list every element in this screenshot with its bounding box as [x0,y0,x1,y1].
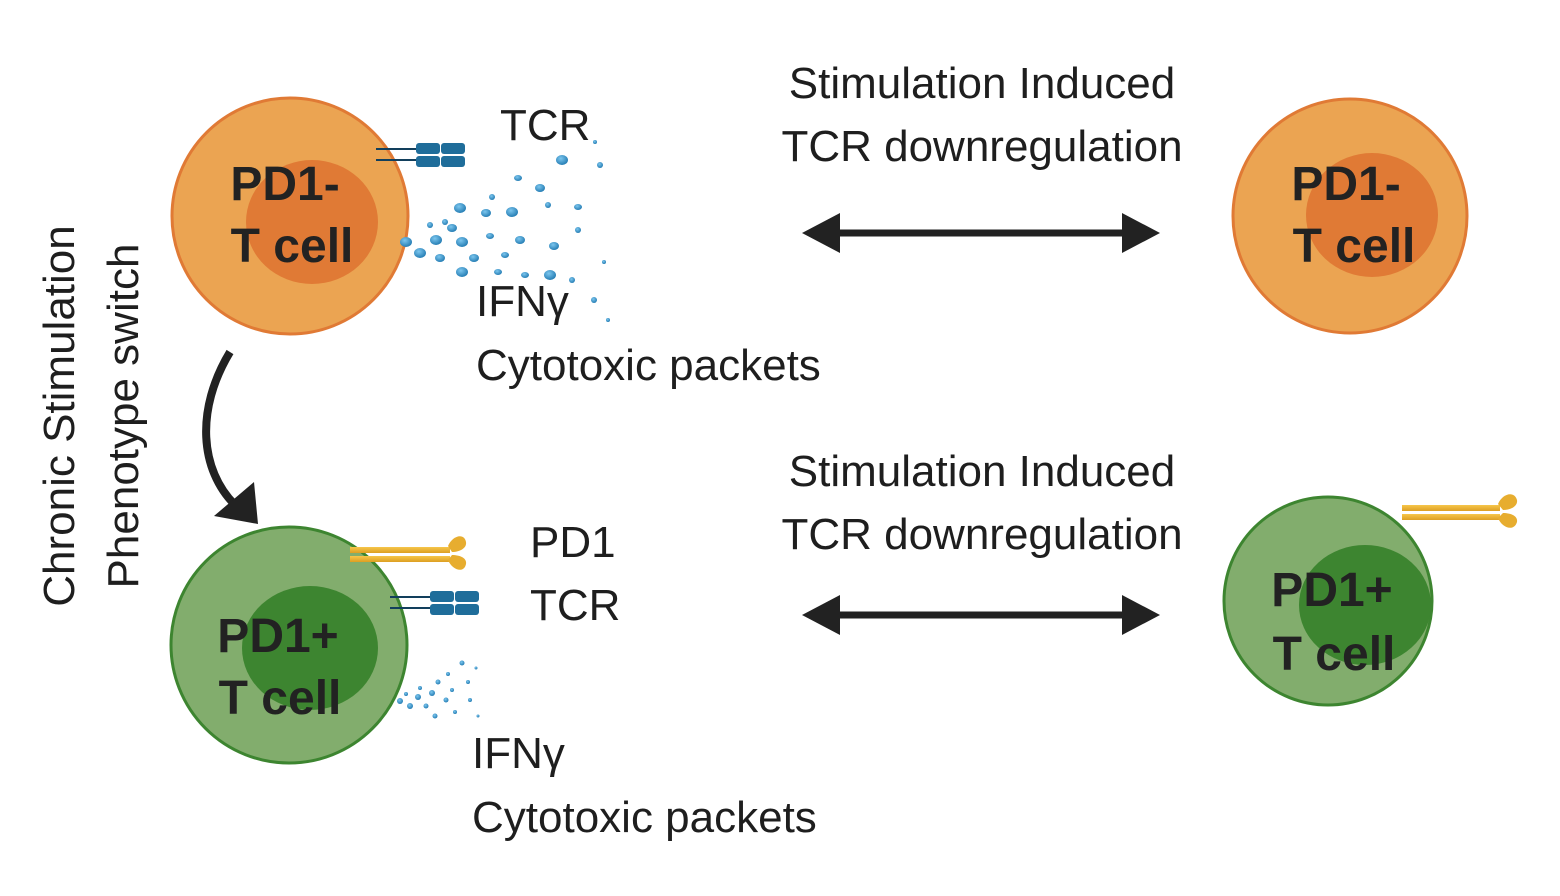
double-arrow-top [802,213,1160,253]
side-label-line1: Chronic Stimulation [35,225,84,607]
pd1-positive-cell-bottom-left: PD1+ T cell [169,525,409,765]
ifng-label-bottom: IFNγ [472,729,565,778]
cell-label-line1: PD1- [1291,158,1400,211]
cell-nucleus [246,160,378,284]
pd1-negative-cell-top-right: PD1- T cell [1231,97,1469,335]
arrow-label-bottom-line2: TCR downregulation [781,510,1182,559]
arrow-label-top-line2: TCR downregulation [781,122,1182,171]
cell-label-line1: PD1- [230,158,339,211]
pd1-label-bottom: PD1 [530,518,616,567]
tcr-label-bottom: TCR [530,581,620,630]
pd1-receptor-icon [350,536,467,570]
cell-nucleus [1299,545,1431,665]
secretion-droplets-bottom [397,660,480,719]
arrow-label-top-line1: Stimulation Induced [789,59,1175,108]
cell-label-line1: PD1+ [217,610,338,663]
ifng-label-top: IFNγ [476,277,569,326]
cell-label-line2: T cell [219,672,342,725]
pd1-positive-cell-bottom-right: PD1+ T cell [1222,495,1434,707]
cytotoxic-label-bottom: Cytotoxic packets [472,793,817,842]
cell-label-line2: T cell [231,220,354,273]
arrow-label-bottom-line1: Stimulation Induced [789,447,1175,496]
tcr-label-top: TCR [500,101,590,150]
phenotype-switch-arrow [202,349,258,524]
side-label: Chronic Stimulation Phenotype switch [35,225,148,607]
double-arrow-bottom [802,595,1160,635]
cell-label-line1: PD1+ [1271,564,1392,617]
cell-label-line2: T cell [1293,220,1416,273]
secretion-droplets-top [400,140,610,322]
cell-label-line2: T cell [1273,628,1396,681]
cell-nucleus [242,586,378,710]
pd1-receptor-icon [1402,494,1518,528]
tcr-receptor-icon [376,143,465,167]
pd1-negative-cell-top-left: PD1- T cell [170,96,410,336]
tcr-receptor-icon [390,591,479,615]
cell-nucleus [1306,153,1438,277]
cytotoxic-label-top: Cytotoxic packets [476,341,821,390]
side-label-line2: Phenotype switch [99,244,148,589]
